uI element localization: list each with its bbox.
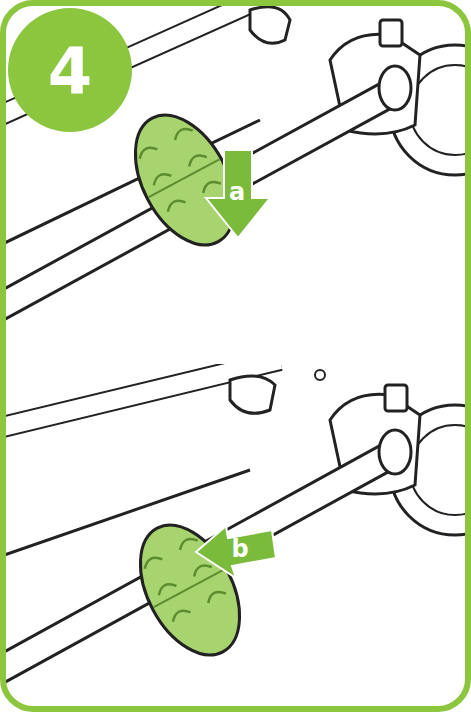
step-badge (8, 8, 132, 132)
top-panel (4, 4, 467, 312)
bottom-panel (4, 364, 467, 675)
step-number: 4 (48, 40, 93, 104)
callout-letter: b (231, 537, 248, 561)
callout-letter: a (229, 180, 245, 204)
frame-border (3, 3, 468, 709)
